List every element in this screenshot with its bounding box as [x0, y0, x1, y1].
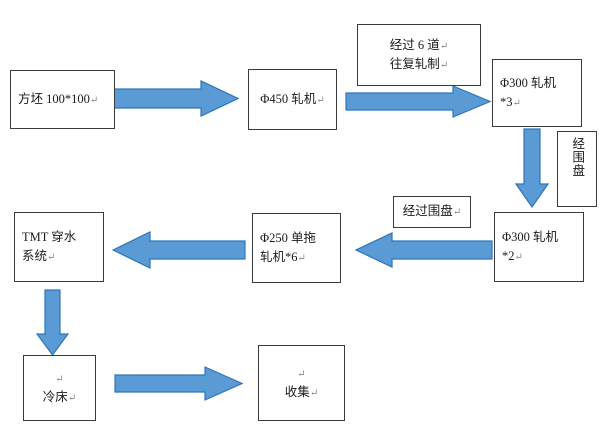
- pilcrow-mark: ↵: [316, 94, 325, 106]
- node-billet-label: 方坯 100*100: [18, 91, 90, 106]
- node-collect-label: 收集: [284, 385, 310, 399]
- node-mill300-x2-line1: Φ300 轧机: [502, 229, 559, 244]
- arrow-billet-to-mill450: [113, 80, 239, 117]
- note-six-pass-line2: 往复轧制: [389, 57, 440, 71]
- node-collect[interactable]: ↵ 收集↵: [258, 345, 345, 421]
- pilcrow-mark: ↵: [439, 60, 449, 71]
- node-billet[interactable]: 方坯 100*100↵: [10, 70, 115, 129]
- pilcrow-mark: ↵: [67, 393, 77, 404]
- node-mill450-label: Φ450 轧机: [260, 91, 317, 106]
- node-mill300-x2-line2: *2: [502, 249, 515, 263]
- pilcrow-mark: ↵: [439, 40, 449, 52]
- node-mill250-single-x6[interactable]: Φ250 单拖 轧机*6↵: [252, 213, 341, 283]
- arrow-mill450-to-mill300x3: [345, 85, 491, 118]
- arrow-coolbed-to-collect: [114, 366, 243, 401]
- node-mill450[interactable]: Φ450 轧机↵: [248, 69, 337, 130]
- pilcrow-mark: ↵: [452, 207, 462, 219]
- node-mill300-x3-line2: *3: [500, 95, 513, 109]
- note-six-pass-line1: 经过 6 道: [389, 37, 440, 52]
- node-mill250-line1: Φ250 单拖: [260, 230, 317, 245]
- node-tmt-water-cooling[interactable]: TMT 穿水 系统↵: [14, 212, 104, 282]
- note-via-loop-vertical-label: 经围盘: [570, 137, 585, 178]
- pilcrow-mark: ↵: [309, 388, 319, 399]
- arrow-mill300x2-to-mill250: [355, 232, 493, 268]
- pilcrow-mark: ↵: [512, 98, 521, 109]
- pilcrow-mark: ↵: [297, 368, 306, 380]
- node-mill300-x3[interactable]: Φ300 轧机 *3↵: [492, 59, 582, 127]
- node-cooling-bed[interactable]: ↵ 冷床↵: [23, 355, 96, 421]
- arrow-mill300x3-to-mill300x2: [515, 128, 549, 208]
- pilcrow-mark: ↵: [89, 94, 99, 106]
- arrow-tmt-to-coolbed: [36, 289, 69, 356]
- arrow-mill250-to-tmt: [112, 231, 246, 269]
- node-mill300-x2[interactable]: Φ300 轧机 *2↵: [494, 212, 584, 282]
- note-via-loop-label: 经过围盘: [402, 204, 453, 219]
- pilcrow-mark: ↵: [297, 253, 306, 264]
- note-via-loop[interactable]: 经过围盘↵: [393, 196, 471, 228]
- note-via-loop-vertical[interactable]: 经围盘: [557, 131, 597, 207]
- node-mill250-line2: 轧机*6: [260, 250, 298, 264]
- node-mill300-x3-line1: Φ300 轧机: [500, 75, 557, 90]
- node-tmt-line2: 系统: [22, 249, 48, 263]
- node-cooling-bed-label: 冷床: [42, 390, 68, 404]
- node-tmt-line1: TMT 穿水: [22, 229, 77, 244]
- note-six-pass-reversing[interactable]: 经过 6 道↵ 往复轧制↵: [357, 24, 481, 86]
- pilcrow-mark: ↵: [55, 373, 64, 385]
- pilcrow-mark: ↵: [47, 252, 56, 263]
- pilcrow-mark: ↵: [514, 252, 523, 263]
